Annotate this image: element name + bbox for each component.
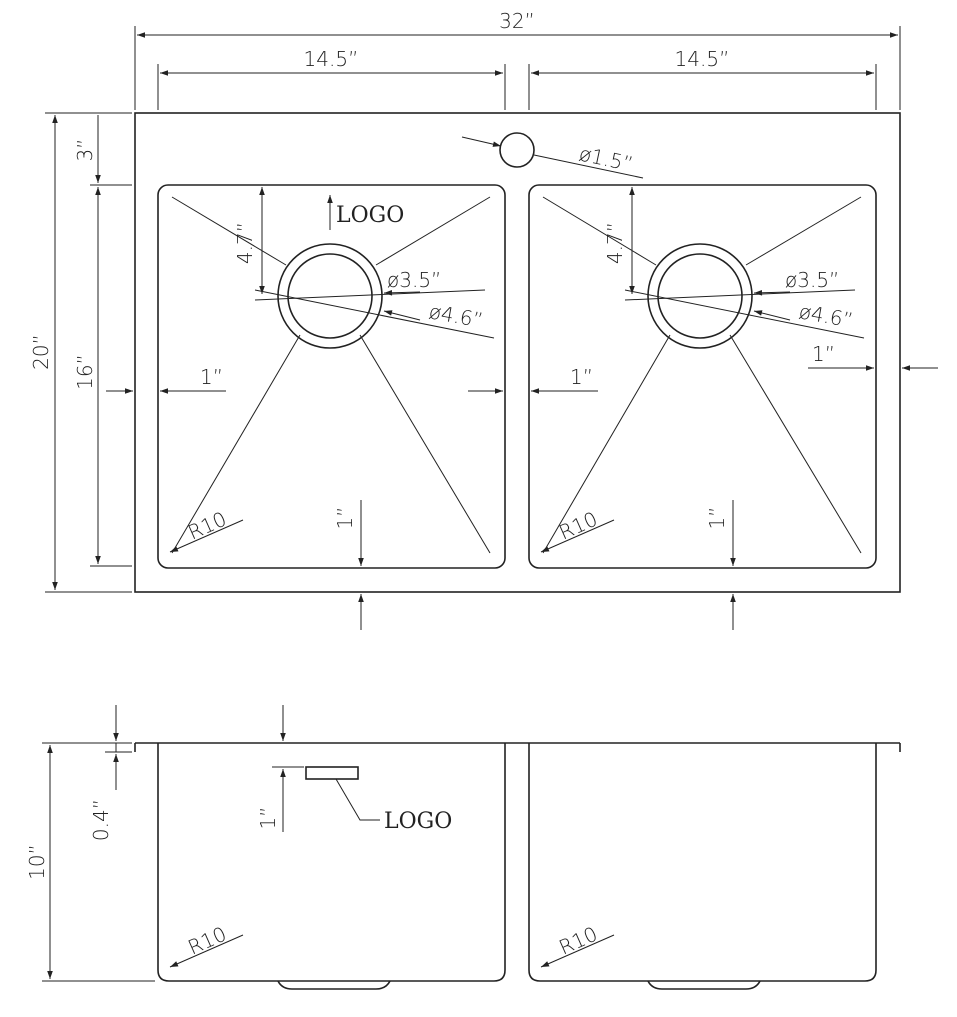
dim-right-radius: R10 bbox=[555, 507, 601, 545]
logo-label-top: LOGO bbox=[336, 203, 404, 228]
dim-total-height: 10” bbox=[25, 844, 49, 880]
dim-logo-offset: 1” bbox=[256, 806, 280, 829]
left-bowl bbox=[157, 184, 506, 569]
logo-plate bbox=[305, 766, 359, 780]
dim-left-side-margin: 1” bbox=[200, 365, 223, 389]
dim-left-drain-offset: 4.7” bbox=[233, 222, 257, 264]
right-bowl-profile bbox=[528, 743, 877, 982]
sink-outline bbox=[134, 112, 901, 593]
dim-overall-width: 32” bbox=[499, 9, 535, 33]
left-drain-inner bbox=[287, 253, 373, 339]
dim-right-front-margin: 1” bbox=[705, 506, 729, 529]
right-drain-profile bbox=[647, 980, 761, 990]
dim-right-drain-outer: ø4.6” bbox=[797, 299, 855, 332]
left-bowl-profile bbox=[157, 743, 506, 982]
right-drain-inner bbox=[657, 253, 743, 339]
side-view: 10” 0.4” 1” LOGO R10 R10 bbox=[25, 705, 901, 990]
dim-right-drain-inner: ø3.5” bbox=[785, 268, 839, 292]
dim-left-drain-outer: ø4.6” bbox=[427, 299, 485, 332]
dim-side-right-radius: R10 bbox=[555, 922, 601, 960]
dim-back-ledge: 3” bbox=[73, 138, 97, 161]
left-bowl-slopes bbox=[171, 196, 491, 554]
dim-center-divider: 1” bbox=[570, 365, 593, 389]
left-drain-profile bbox=[277, 980, 391, 990]
dim-side-left-radius: R10 bbox=[184, 922, 230, 960]
right-bowl-slopes bbox=[542, 196, 862, 554]
dim-right-drain-offset: 4.7” bbox=[603, 222, 627, 264]
dim-left-front-margin: 1” bbox=[333, 506, 357, 529]
top-view: 32” 14.5” 14.5” 20” 3” 16” ø1.5” LOGO 4.… bbox=[29, 9, 938, 630]
right-drain-outer bbox=[647, 243, 753, 349]
dim-left-bowl-width: 14.5” bbox=[304, 47, 359, 71]
left-drain-outer bbox=[277, 243, 383, 349]
dim-right-bowl-width: 14.5” bbox=[675, 47, 730, 71]
dim-left-drain-inner: ø3.5” bbox=[387, 268, 441, 292]
dim-flange: 0.4” bbox=[89, 799, 113, 841]
dim-faucet-hole: ø1.5” bbox=[577, 141, 635, 176]
faucet-hole bbox=[499, 132, 535, 168]
dim-bowl-depth: 16” bbox=[73, 354, 97, 390]
dim-right-side-margin: 1” bbox=[812, 342, 835, 366]
dim-left-radius: R10 bbox=[184, 507, 230, 545]
dim-overall-depth: 20” bbox=[29, 334, 53, 370]
logo-label-side: LOGO bbox=[384, 809, 452, 834]
right-bowl bbox=[528, 184, 877, 569]
